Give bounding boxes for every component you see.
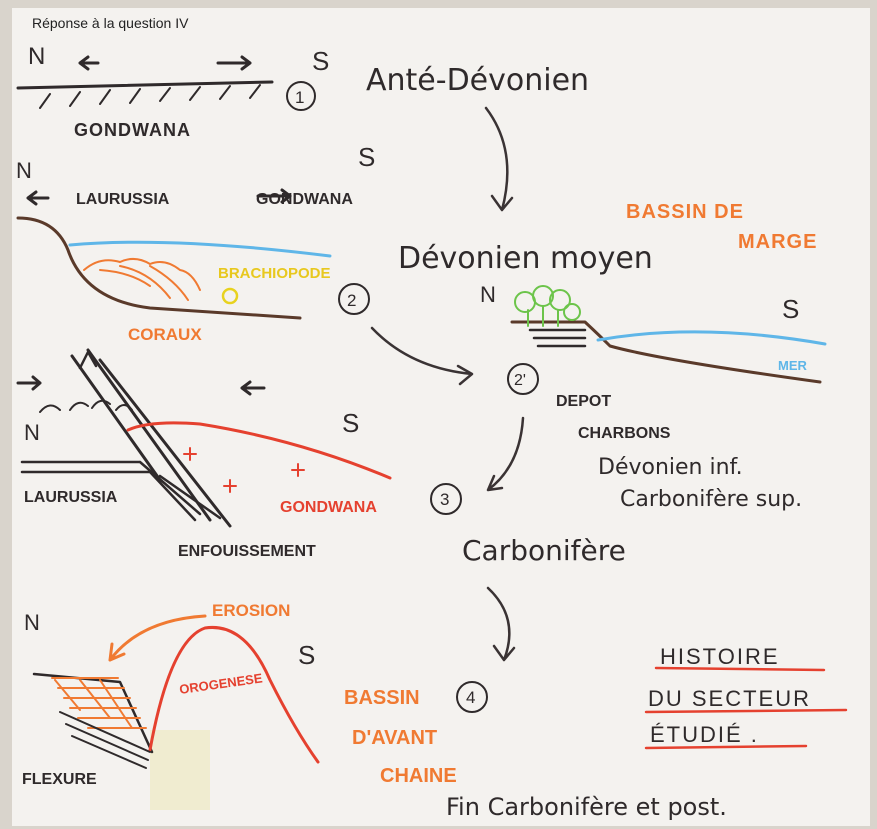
stage4-period: Fin Carbonifère et post. bbox=[446, 793, 727, 821]
stage2b-deposit-line1: DEPOT bbox=[556, 393, 611, 410]
stage4-number-circle bbox=[456, 681, 488, 713]
stage2-south: S bbox=[358, 142, 375, 172]
stage2b-period-line1: Dévonien inf. bbox=[598, 455, 743, 480]
stage2b-period-line2: Carbonifère sup. bbox=[620, 487, 802, 512]
stage1-sketch bbox=[16, 55, 316, 111]
stage3-laurussia-layers bbox=[20, 460, 222, 522]
summary-line3: ÉTUDIÉ . bbox=[650, 722, 759, 747]
stage2-plate-left: LAURUSSIA bbox=[76, 191, 170, 208]
stage2-sketch bbox=[16, 188, 370, 320]
stage3-uplift-arrows bbox=[39, 399, 133, 413]
stage2b-deposit-line2: CHARBONS bbox=[578, 425, 671, 442]
stage4-basin-line1: BASSIN bbox=[344, 687, 420, 709]
stage3-gondwana-crust bbox=[126, 421, 392, 480]
stage1-north: N bbox=[28, 43, 45, 70]
stage2b-shoreline bbox=[510, 320, 822, 384]
stage1-number: 1 bbox=[295, 88, 304, 107]
stage2-brachiopod-icon bbox=[221, 287, 239, 305]
summary-line2: DU SECTEUR bbox=[648, 686, 811, 711]
stage4-number: 4 bbox=[466, 688, 475, 707]
stage3-period: Carbonifère bbox=[462, 534, 626, 567]
page-title: Réponse à la question IV bbox=[32, 15, 189, 31]
stage2-fossil-label: BRACHIOPODE bbox=[218, 265, 331, 282]
stage4-south: S bbox=[298, 640, 315, 670]
stage3-plate-right: GONDWANA bbox=[280, 499, 377, 516]
stage4-north: N bbox=[24, 610, 40, 635]
stage4-flexure-label: FLEXURE bbox=[22, 771, 97, 788]
stage3-number-circle bbox=[430, 483, 462, 515]
summary-underlines bbox=[644, 666, 848, 750]
stage2-coral-reef bbox=[83, 258, 201, 301]
stage1-period: Anté-Dévonien bbox=[366, 63, 589, 98]
stage1-hatching bbox=[39, 84, 261, 109]
stage3-north: N bbox=[24, 420, 40, 445]
stage1-arrow-right bbox=[216, 55, 252, 71]
stage3-fault-arrow bbox=[78, 350, 98, 370]
stage1-number-circle bbox=[286, 81, 316, 111]
stage2-sea-level bbox=[68, 240, 332, 258]
stage3-arrow-left bbox=[240, 380, 266, 396]
stage2-north: N bbox=[16, 158, 32, 183]
flow-arrow-1-2 bbox=[484, 106, 514, 212]
stage2b-north: N bbox=[480, 282, 496, 307]
stage3-plus-signs bbox=[183, 447, 305, 493]
stage2b-sea-level bbox=[596, 330, 827, 346]
stage2-arrow-right bbox=[256, 188, 292, 204]
stage2b-sketch bbox=[507, 285, 827, 395]
stage3-subduction-fault bbox=[70, 348, 232, 528]
stage2-number-circle bbox=[338, 283, 370, 315]
stage4-sediment-fill bbox=[51, 677, 147, 729]
flow-arrow-2-2b bbox=[370, 326, 474, 386]
paper-background bbox=[12, 8, 870, 826]
stage4-basin-line3: CHAINE bbox=[380, 765, 457, 787]
stage2b-coal-layers bbox=[528, 328, 587, 348]
stage3-number: 3 bbox=[440, 490, 449, 509]
stage4-flexure-layers bbox=[59, 711, 151, 769]
stage2-coral-label: CORAUX bbox=[128, 325, 202, 344]
stage4-erosion-arrow bbox=[108, 614, 207, 662]
stage4-orogen bbox=[148, 625, 320, 764]
stage2-number: 2 bbox=[347, 291, 356, 310]
stage2-arrow-left bbox=[26, 190, 50, 206]
stage4-erosion-label: EROSION bbox=[212, 601, 290, 620]
stage3-plate-left: LAURUSSIA bbox=[24, 489, 118, 506]
stage3-sketch bbox=[16, 348, 462, 528]
stage3-south: S bbox=[342, 408, 359, 438]
stage1-arrow-left bbox=[78, 55, 100, 71]
stage2-period: Dévonien moyen bbox=[398, 241, 653, 276]
stage2-basin-line2: MARGE bbox=[738, 231, 817, 253]
stage2-basin-floor bbox=[16, 216, 302, 320]
stage2b-number-circle bbox=[507, 363, 539, 395]
flow-arrow-2b-3 bbox=[486, 416, 525, 492]
stage2b-forest-icon bbox=[514, 285, 581, 327]
stage2b-sea-label: MER bbox=[778, 358, 808, 373]
stage2-plate-right: GONDWANA bbox=[256, 191, 353, 208]
stage4-basin-line2: D'AVANT bbox=[352, 727, 437, 749]
paper-stain bbox=[150, 730, 210, 810]
stage4-sketch bbox=[32, 614, 488, 769]
stage3-arrow-right bbox=[16, 375, 42, 391]
stage2b-number: 2' bbox=[514, 372, 526, 389]
stage3-burial-label: ENFOUISSEMENT bbox=[178, 543, 316, 560]
stage2b-south: S bbox=[782, 294, 799, 324]
stage1-plate: GONDWANA bbox=[74, 120, 191, 140]
flow-arrow-3-4 bbox=[486, 586, 516, 662]
stage2-basin-line1: BASSIN DE bbox=[626, 201, 744, 223]
stage1-crust-line bbox=[16, 80, 274, 90]
summary-line1: HISTOIRE bbox=[660, 644, 780, 669]
stage1-south: S bbox=[312, 46, 329, 76]
